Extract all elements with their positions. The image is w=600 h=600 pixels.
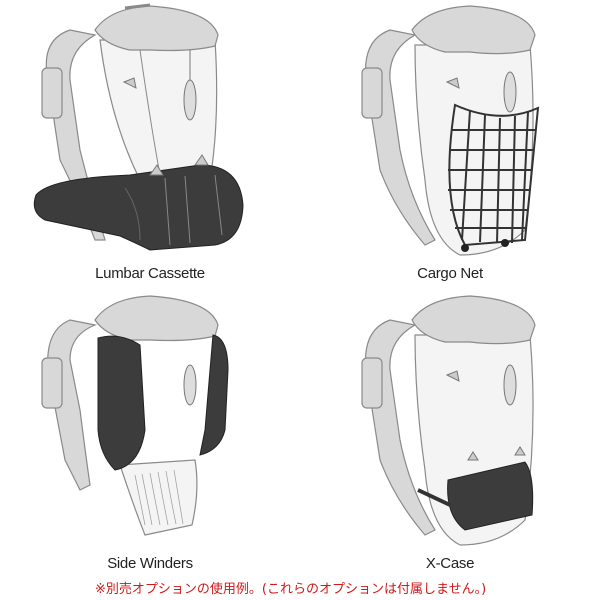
panel-caption: Side Winders [107, 555, 193, 572]
panel-side-winders: Side Winders [0, 290, 300, 580]
panel-caption: Lumbar Cassette [95, 265, 205, 282]
accessory-disclaimer-note: ※別売オプションの使用例。(これらのオプションは付属しません。) [95, 582, 487, 597]
backpack-lumbar-cassette-illustration [33, 3, 244, 251]
backpack-cargo-net-illustration [361, 5, 540, 256]
backpack-x-case-illustration [361, 295, 536, 546]
panel-lumbar-cassette: Lumbar Cassette [0, 0, 300, 290]
panel-x-case: X-Case [300, 290, 600, 580]
panel-cargo-net: Cargo Net [300, 0, 600, 290]
backpack-side-winders-illustration [41, 295, 229, 536]
panel-caption: Cargo Net [417, 265, 483, 282]
cargo-net [448, 103, 540, 247]
panel-caption: X-Case [425, 555, 475, 572]
